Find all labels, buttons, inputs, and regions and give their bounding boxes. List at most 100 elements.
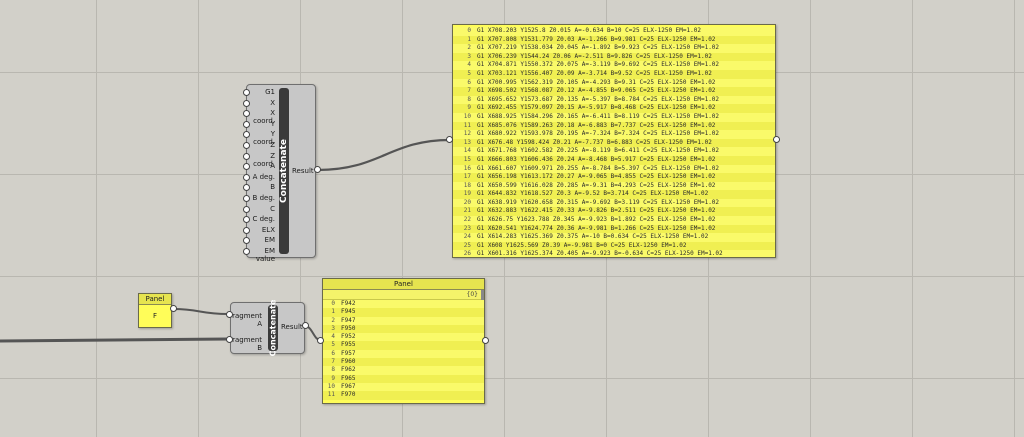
row-index: 1	[331, 308, 335, 316]
row-text: G1 X707.808 Y1531.779 Z0.03 A=-1.266 B=9…	[477, 35, 716, 43]
input-grip-15[interactable]	[243, 248, 250, 255]
panel-row: 10 G1 X688.925 Y1584.296 Z0.165 A=-6.411 …	[453, 112, 775, 122]
input-grip-12[interactable]	[243, 216, 250, 224]
row-index: 1	[467, 35, 471, 43]
input-param-7[interactable]: A	[270, 162, 275, 171]
input-param-11[interactable]: C	[270, 204, 275, 213]
row-text: G1 X698.502 Y1568.087 Z0.12 A=-4.855 B=9…	[477, 87, 716, 95]
input-param-12[interactable]: C deg.	[252, 215, 275, 224]
input-grip-11[interactable]	[243, 205, 250, 213]
row-index: 10	[327, 382, 335, 390]
panel-value: F	[152, 312, 158, 320]
row-text: G1 X620.541 Y1624.774 Z0.36 A=-9.981 B=1…	[477, 224, 716, 232]
row-index: 0	[331, 300, 335, 307]
input-fragment-a[interactable]: Fragment A	[228, 312, 262, 328]
row-text: F955	[341, 341, 356, 349]
f-panel-input-grip[interactable]	[317, 337, 324, 344]
row-index: 10	[463, 112, 471, 120]
input-param-4[interactable]: Y coord.	[253, 130, 275, 147]
row-index: 22	[463, 216, 471, 224]
input-grip-14[interactable]	[243, 237, 250, 245]
row-text: G1 X671.768 Y1602.582 Z0.225 A=-8.119 B=…	[477, 147, 720, 155]
row-index: 5	[467, 69, 471, 77]
input-grip-8[interactable]	[243, 173, 250, 181]
input-param-14[interactable]: EM	[264, 236, 275, 245]
input-param-6[interactable]: Z coord.	[253, 151, 275, 168]
input-grip-10[interactable]	[243, 195, 250, 202]
row-text: G1 X703.121 Y1556.407 Z0.09 A=-3.714 B=9…	[477, 69, 712, 77]
input-param-10[interactable]: B deg.	[252, 194, 275, 202]
row-index: 3	[467, 52, 471, 60]
component-title-strip[interactable]: Concatenate	[268, 300, 278, 356]
input-param-9[interactable]: B	[270, 183, 275, 192]
input-param-3[interactable]: Y	[270, 119, 275, 128]
input-param-8[interactable]: A deg.	[252, 172, 275, 181]
output-grip-result-small[interactable]	[302, 322, 309, 329]
panel-input-grip[interactable]	[446, 136, 453, 143]
input-grip-1[interactable]	[243, 99, 250, 107]
input-grip-7[interactable]	[243, 163, 250, 171]
input-grip-fragment-a[interactable]	[226, 311, 233, 318]
input-grip-6[interactable]	[243, 152, 250, 160]
concatenate-component-small[interactable]: Fragment A Fragment B Concatenate Result	[228, 300, 305, 356]
row-text: F965	[341, 374, 356, 382]
input-fragment-b[interactable]: Fragment B	[228, 336, 262, 352]
row-index: 11	[327, 391, 335, 399]
f-panel-output-grip[interactable]	[482, 337, 489, 344]
input-grip-fragment-b[interactable]	[226, 336, 233, 343]
panel-output-grip[interactable]	[773, 136, 780, 143]
row-text: G1 X688.925 Y1584.296 Z0.165 A=-6.411 B=…	[477, 112, 720, 120]
row-text: G1 X638.919 Y1620.658 Z0.315 A=-9.692 B=…	[477, 198, 720, 206]
input-grip-13[interactable]	[243, 226, 250, 234]
panel-f-output-grip[interactable]	[170, 305, 177, 312]
row-text: G1 X661.607 Y1609.971 Z0.255 A=-8.784 B=…	[477, 164, 720, 172]
row-index: 7	[467, 87, 471, 95]
row-index: 15	[463, 155, 471, 163]
row-text: G1 X704.871 Y1550.372 Z0.075 A=-3.119 B=…	[477, 61, 720, 69]
row-index: 11	[463, 121, 471, 129]
panel-row: 1 G1 X707.808 Y1531.779 Z0.03 A=-1.266 B=…	[453, 35, 775, 45]
input-param-0[interactable]: G1	[265, 88, 275, 96]
input-param-5[interactable]: Z	[270, 141, 275, 149]
panel-row: 22 G1 X626.75 Y1623.788 Z0.345 A=-9.923 B…	[453, 216, 775, 225]
input-grip-9[interactable]	[243, 184, 250, 192]
input-grip-5[interactable]	[243, 142, 250, 149]
input-param-15[interactable]: EM value	[255, 247, 275, 263]
row-text: G1 X614.283 Y1625.369 Z0.375 A=-10 B=0.6…	[477, 233, 709, 241]
input-grip-2[interactable]	[243, 110, 250, 118]
row-text: G1 X644.832 Y1618.527 Z0.3 A=-9.52 B=3.7…	[477, 190, 709, 198]
row-index: 13	[463, 138, 471, 146]
row-index: 18	[463, 181, 471, 189]
row-index: 8	[467, 95, 471, 103]
input-grip-3[interactable]	[243, 120, 250, 128]
component-title-strip[interactable]: Concatenate	[279, 88, 289, 254]
panel-row: 11 G1 X685.076 Y1589.263 Z0.18 A=-6.883 B…	[453, 121, 775, 131]
row-index: 7	[331, 358, 335, 366]
input-param-13[interactable]: ELX	[261, 225, 275, 234]
input-grip-4[interactable]	[243, 131, 250, 139]
row-text: G1 X676.48 Y1598.424 Z0.21 A=-7.737 B=6.…	[477, 138, 712, 146]
output-grip-result[interactable]	[314, 166, 321, 173]
row-text: G1 X626.75 Y1623.788 Z0.345 A=-9.923 B=1…	[477, 216, 716, 224]
input-param-1[interactable]: X	[270, 98, 275, 107]
panel-title: Panel	[139, 294, 171, 305]
input-param-2[interactable]: X coord.	[253, 109, 275, 126]
input-grip-0[interactable]	[243, 89, 250, 96]
row-text: G1 X685.076 Y1589.263 Z0.18 A=-6.883 B=7…	[477, 121, 716, 129]
panel-f-input[interactable]: Panel F	[138, 293, 172, 328]
